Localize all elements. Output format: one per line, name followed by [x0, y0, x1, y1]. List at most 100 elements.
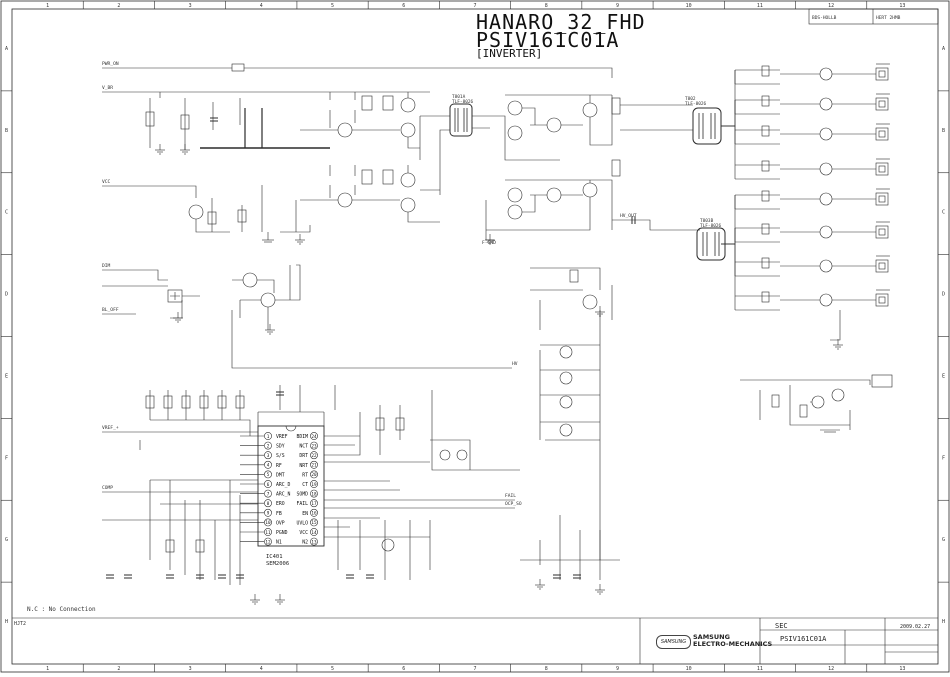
- row-label-left: E: [5, 373, 8, 379]
- capacitor: [346, 574, 354, 579]
- column-label-top: 9: [616, 3, 619, 9]
- ic-pin-number: 12: [265, 539, 271, 545]
- column-label-bottom: 13: [899, 666, 905, 672]
- transformer-t802: [620, 104, 722, 145]
- header-left-text: BDS-HOLLB: [812, 15, 837, 21]
- row-label-left: F: [5, 455, 8, 461]
- ground-symbol: [265, 324, 275, 335]
- net-gnd: F-GND: [482, 240, 496, 246]
- maker-text: SEC: [775, 622, 788, 630]
- ic-pin-name: CT: [302, 482, 308, 488]
- ic-pin-number: 18: [311, 491, 317, 497]
- ic-pin-name: BDIM: [296, 434, 308, 440]
- net-dim: DIM: [102, 263, 111, 269]
- feedback-cluster: [539, 344, 601, 560]
- lamp-fet: [819, 162, 833, 176]
- dim-interface: [102, 264, 512, 369]
- ic-pin-marker: [310, 508, 318, 517]
- header-right-text: HERT 2HMB: [876, 15, 901, 21]
- lamp-connector: [875, 127, 889, 141]
- net-vcc: VCC: [102, 179, 111, 185]
- capacitor: [573, 574, 581, 579]
- column-label-bottom: 7: [473, 666, 476, 672]
- title-block: HJT2 SEC PSIV161C01A 2009.02.27: [12, 617, 938, 664]
- ic-pin-number: 15: [311, 520, 317, 526]
- ic-pin-marker: [310, 480, 318, 488]
- ic-passives: [102, 385, 620, 585]
- ic-pin-name: VREF: [276, 434, 288, 440]
- ground-symbols: [106, 144, 843, 605]
- transformer-labels: T801A TLF-8026 T802 TLF-8026 T803B TLF-8…: [452, 94, 722, 229]
- ic-pin-number: 8: [267, 501, 270, 507]
- ic-pin-name: RF: [276, 463, 282, 469]
- lamp-fet: [819, 293, 833, 307]
- capacitor: [553, 574, 561, 579]
- ground-symbol: [485, 234, 495, 245]
- column-label-top: 10: [686, 3, 692, 9]
- ic-pin-number: 23: [311, 443, 317, 449]
- lamp-fet: [819, 259, 833, 273]
- title-section: [INVERTER]: [476, 47, 543, 60]
- lamp-fet: [819, 97, 833, 111]
- row-label-left: C: [5, 210, 8, 216]
- ic-pin-marker: [264, 508, 272, 517]
- ground-symbol: [535, 579, 545, 590]
- lamp-fet: [819, 67, 833, 81]
- ic-pin-name: N1: [276, 540, 282, 546]
- column-label-top: 2: [117, 3, 120, 9]
- ground-symbol: [180, 144, 190, 155]
- ic-pin-marker: [310, 489, 318, 498]
- ic-pin-marker: [264, 451, 272, 460]
- lamp-output-bank: [721, 63, 890, 341]
- ic-pin-marker: [264, 518, 272, 527]
- ic-pin-name: DMT: [276, 472, 285, 478]
- ic-pin-number: 2: [267, 443, 270, 449]
- ic-pin-number: 22: [311, 453, 317, 459]
- part-no-text: PSIV161C01A: [780, 635, 827, 643]
- ground-symbol: [173, 312, 183, 323]
- ic-pin-marker: [264, 480, 272, 488]
- net-comp: COMP: [102, 485, 113, 491]
- net-labels: PWR_ON V_BR VCC DIM BL_OFF VREF_+ COMP F…: [102, 61, 637, 507]
- ground-symbol: [155, 144, 165, 155]
- t801a-part: TLF-8026: [452, 99, 474, 105]
- ic-pin-number: 7: [267, 491, 270, 497]
- ground-symbol: [833, 339, 843, 350]
- column-label-top: 8: [545, 3, 548, 9]
- capacitor: [236, 574, 244, 579]
- row-label-right: A: [942, 46, 945, 52]
- net-vbr: V_BR: [102, 85, 113, 91]
- ic-pin-number: 4: [267, 463, 270, 469]
- protection-circuit: [740, 374, 893, 433]
- column-label-bottom: 6: [402, 666, 405, 672]
- t802-ref: T802: [685, 96, 696, 102]
- ground-symbol: [250, 594, 260, 605]
- ic-pin-name: FB: [276, 511, 282, 517]
- lamp-fet: [819, 192, 833, 206]
- ic-pin-name: DRT: [299, 453, 308, 459]
- brand-name-line1: SAMSUNG: [693, 633, 730, 641]
- ic-pin-name: SOMD: [296, 492, 308, 498]
- lamp-connector: [875, 162, 889, 176]
- ic-pin-number: 21: [311, 463, 317, 469]
- row-label-right: E: [942, 373, 945, 379]
- column-label-top: 6: [402, 3, 405, 9]
- title-model: HANARO_32_FHD: [476, 10, 646, 34]
- ground-symbol: [595, 584, 605, 595]
- ground-symbol: [295, 234, 305, 245]
- lamp-fet: [819, 225, 833, 239]
- ic-pin-number: 17: [311, 501, 317, 507]
- column-label-top: 13: [899, 3, 905, 9]
- ic-pin-number: 11: [265, 530, 271, 536]
- ic-pin-marker: [310, 441, 318, 450]
- ic-pin-marker: [264, 460, 272, 469]
- t803b-part: TLF-8026: [700, 223, 722, 229]
- ic-pin-marker: [264, 537, 272, 546]
- ic-pin-number: 16: [311, 511, 317, 517]
- ic-ref: IC401: [266, 554, 283, 560]
